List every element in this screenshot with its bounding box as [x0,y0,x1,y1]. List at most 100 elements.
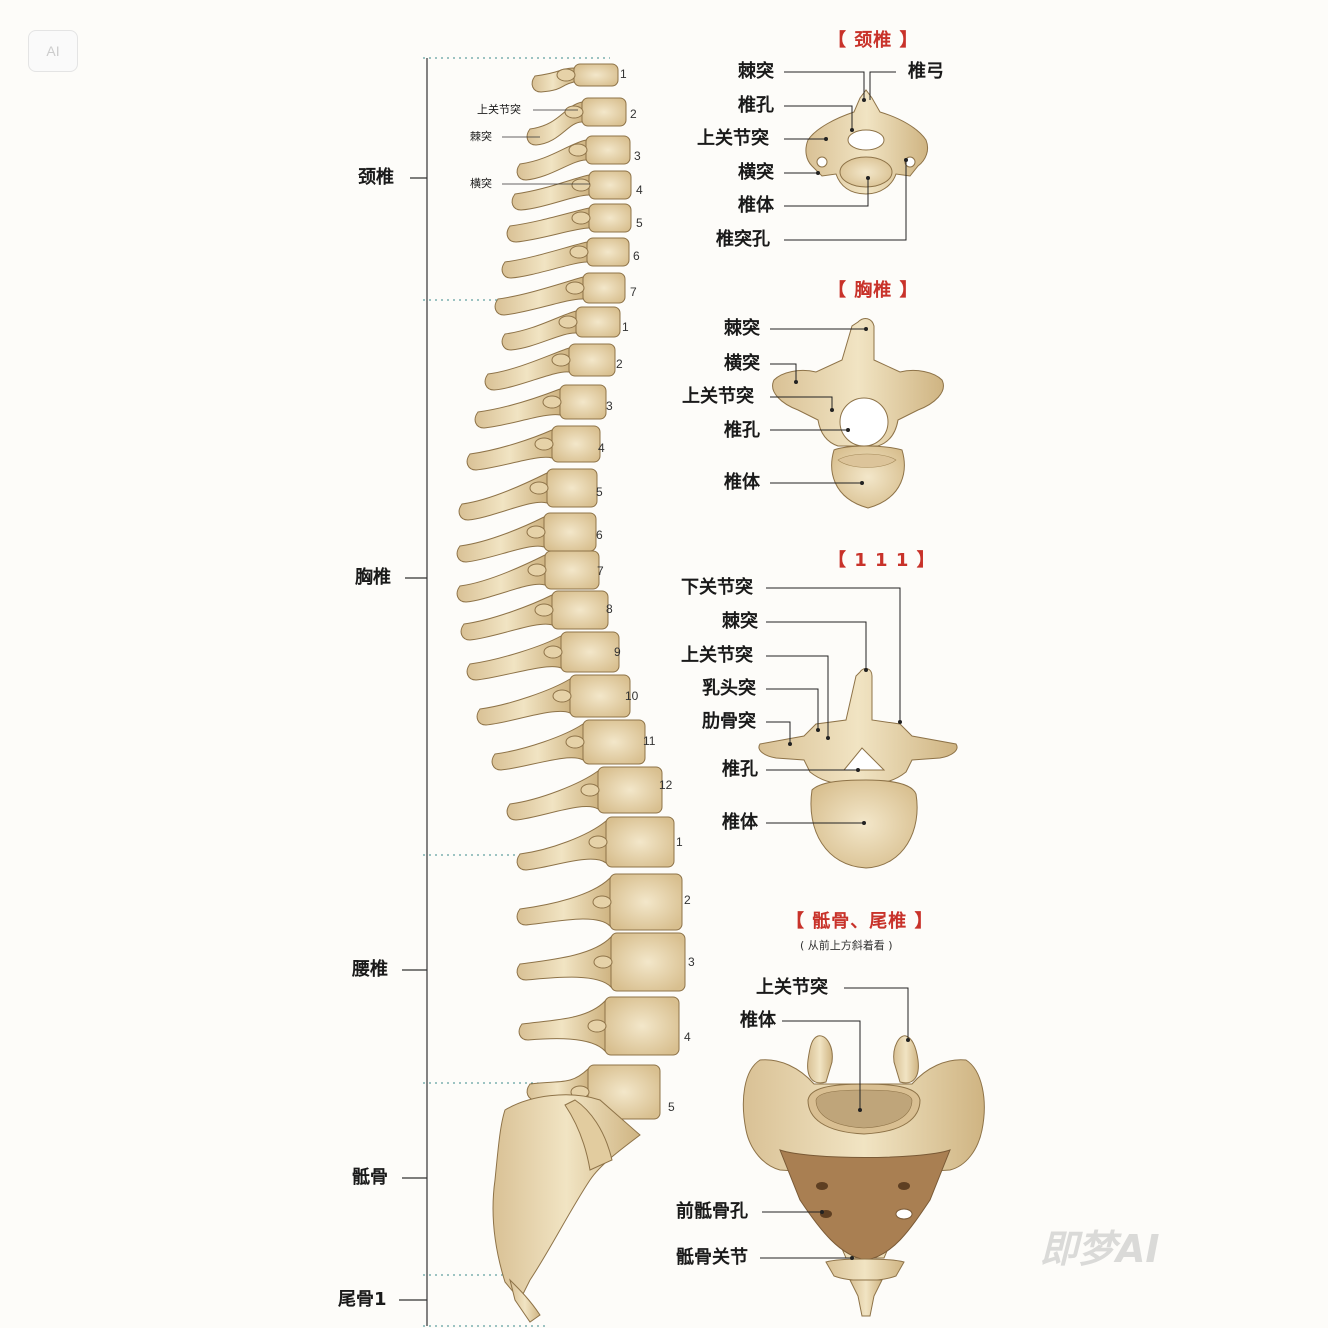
thoracic-num-9: 9 [614,645,621,659]
spinous-process [516,819,607,871]
sacrum-label-joint: 骶骨关节 [676,1247,748,1268]
lumbar-label-superior-articular: 上关节突 [681,645,753,666]
thoracic-label-spinous: 棘突 [724,318,760,339]
thoracic-panel-title: 【 胸椎 】 [828,280,919,301]
callout-superior-articular: 上关节突 [477,103,521,116]
thoracic-num-3: 3 [606,399,613,413]
articular-process [587,1019,607,1033]
thoracic-num-1: 1 [622,320,629,334]
articular-process [534,437,554,451]
spinous-process [516,935,612,989]
thoracic-num-12: 12 [659,778,673,792]
cervical-label-spinous: 棘突 [738,61,774,82]
spinous-process [516,876,611,928]
lumbar-label-mammillary: 乳头突 [702,678,756,699]
sacrum-label-superior-articular: 上关节突 [756,977,828,998]
articular-process [558,315,578,329]
articular-process [564,105,584,119]
cervical-label-superior-articular: 上关节突 [697,128,769,149]
segment-label-sacrum: 骶骨 [352,1167,388,1188]
articular-process [552,689,572,703]
thoracic-label-body: 椎体 [724,472,760,493]
articular-process [565,281,585,295]
articular-process [588,835,608,849]
cervical-num-6: 6 [633,249,640,263]
articular-process [551,353,571,367]
articular-process [543,645,563,659]
lumbar-label-foramen: 椎孔 [722,759,758,780]
cervical-num-5: 5 [636,216,643,230]
watermark-logo: 即梦AI [1040,1227,1160,1271]
lumbar-num-1: 1 [676,835,683,849]
spinous-process [466,635,562,681]
lumbar-label-body: 椎体 [722,812,758,833]
lumbar-num-4: 4 [684,1030,691,1044]
cervical-num-7: 7 [630,285,637,299]
lumbar-num-2: 2 [684,893,691,907]
segment-label-lumbar: 腰椎 [352,959,388,980]
thoracic-num-2: 2 [616,357,623,371]
thoracic-num-8: 8 [606,602,613,616]
articular-process [527,563,547,577]
articular-process [571,211,591,225]
segment-label-thoracic: 胸椎 [355,567,391,588]
sacrum-label-anterior-foramen: 前骶骨孔 [676,1201,748,1222]
spinous-process [456,516,545,563]
cervical-label-foramen: 椎孔 [738,95,774,116]
spinous-process [458,472,548,521]
cervical-num-4: 4 [636,183,643,197]
cervical-num-3: 3 [634,149,641,163]
thoracic-label-transverse: 横突 [724,353,760,374]
segment-label-cervical: 颈椎 [358,167,394,188]
ai-badge: AI [28,30,78,72]
cervical-label-body: 椎体 [738,195,774,216]
sacrum-label-body: 椎体 [740,1010,776,1031]
cervical-panel-title: 【 颈椎 】 [828,30,919,51]
spinous-process [501,241,588,279]
spinous-process [494,276,584,316]
segment-label-coccyx: 尾骨1 [338,1289,387,1310]
articular-process [542,395,562,409]
thoracic-num-10: 10 [625,689,639,703]
articular-process [556,68,576,82]
articular-process [592,895,612,909]
lumbar-panel-title: 【 1 1 1 】 [828,550,936,571]
articular-process [568,143,588,157]
spinous-process [474,388,561,429]
articular-process [569,245,589,259]
articular-process [593,955,613,969]
articular-process [529,481,549,495]
thoracic-num-7: 7 [597,564,604,578]
spinous-process [501,310,577,351]
lumbar-num-3: 3 [688,955,695,969]
thoracic-num-11: 11 [643,734,656,748]
articular-process [571,178,591,192]
spinous-process [506,770,599,821]
lumbar-label-costal: 肋骨突 [702,711,756,732]
cervical-label-arch: 椎弓 [908,61,944,82]
thoracic-label-superior-articular: 上关节突 [682,386,754,407]
cervical-label-transverse-foramen: 椎突孔 [716,229,770,250]
spinous-process [518,999,606,1053]
thoracic-num-4: 4 [598,441,605,455]
spinous-process [506,207,590,243]
spinous-process [476,678,571,726]
callout-spinous: 棘突 [470,130,492,143]
spinous-process [466,429,553,471]
cervical-num-1: 1 [620,67,627,81]
lumbar-label-inferior-articular: 下关节突 [681,577,753,598]
spinous-process [484,347,570,391]
spinous-process [460,594,553,641]
lumbar-label-spinous: 棘突 [722,611,758,632]
articular-process [565,735,585,749]
articular-process [580,783,600,797]
thoracic-num-6: 6 [596,528,603,542]
lumbar-num-5: 5 [668,1100,675,1114]
thoracic-label-foramen: 椎孔 [724,420,760,441]
thoracic-num-5: 5 [596,485,603,499]
